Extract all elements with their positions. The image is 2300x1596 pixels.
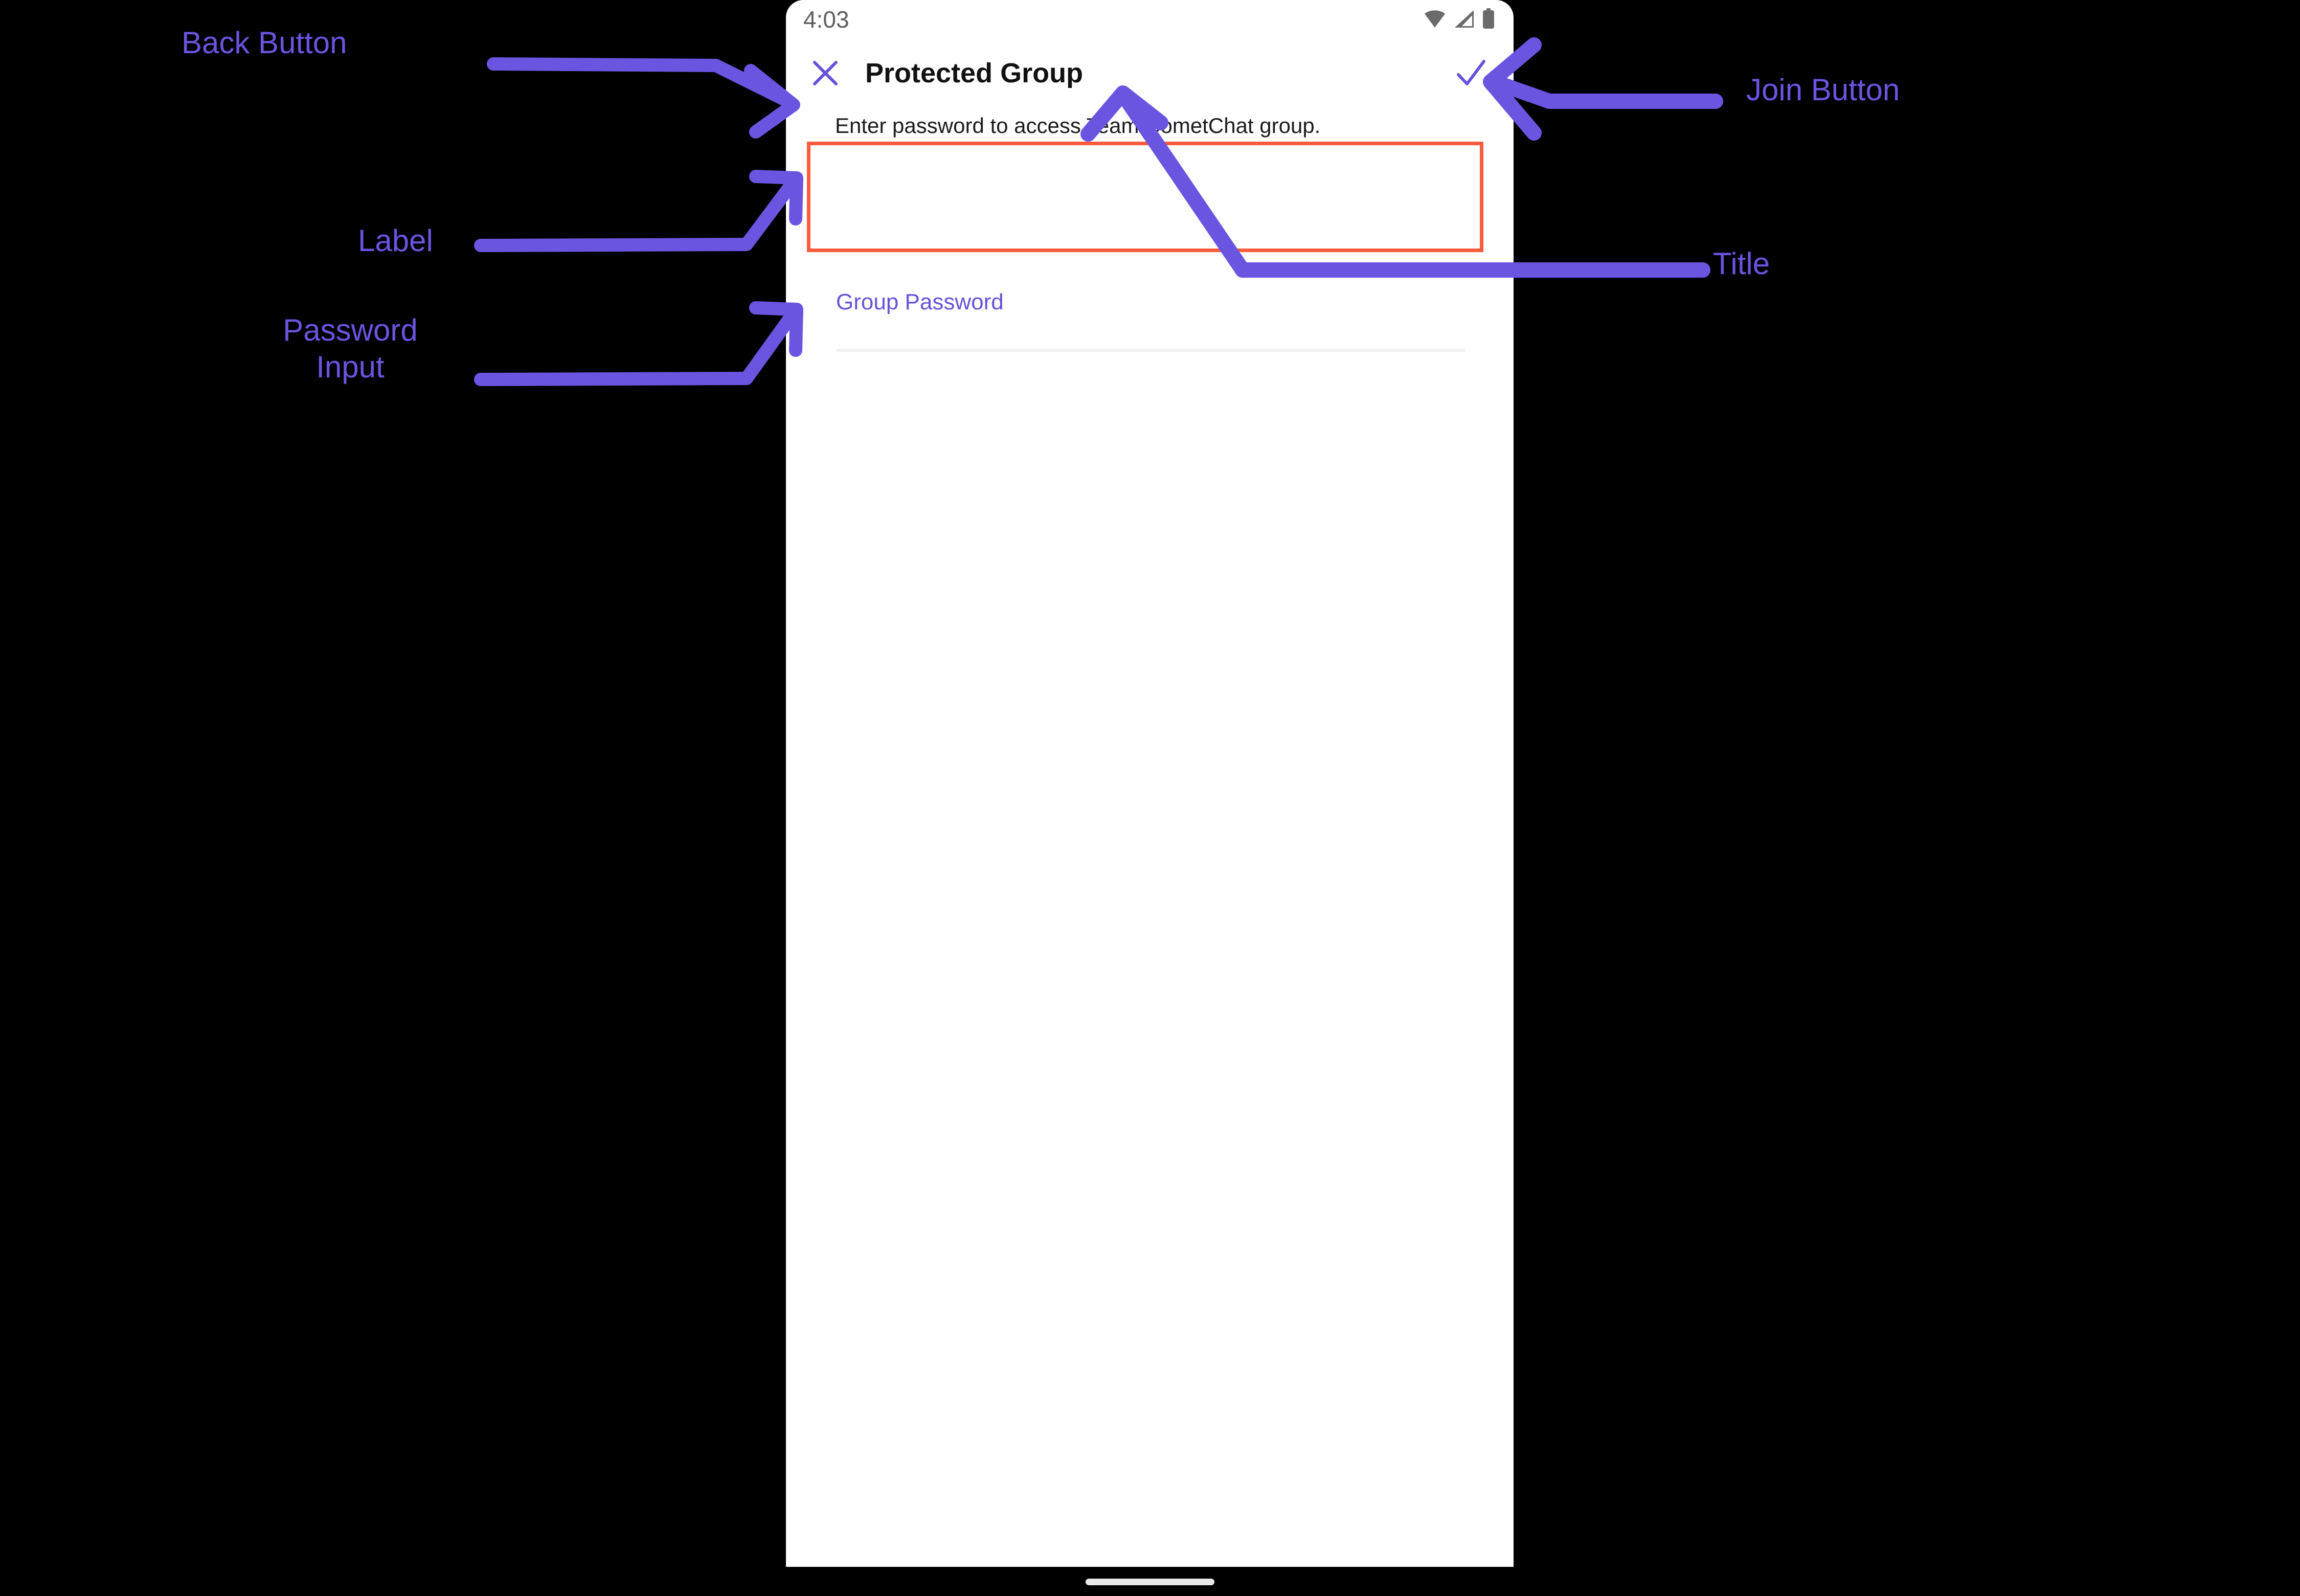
close-x-icon <box>813 61 838 85</box>
home-indicator[interactable] <box>1085 1579 1214 1585</box>
annotation-title: Title <box>1713 246 1770 281</box>
back-button[interactable] <box>808 56 842 90</box>
cellular-signal-icon <box>1455 10 1474 28</box>
arrow-password-input <box>474 306 800 386</box>
annotation-label: Label <box>358 223 433 258</box>
annotation-password-input: Password Input <box>283 313 418 384</box>
status-bar-icons <box>1423 8 1495 30</box>
password-description-label: Enter password to access Team CometChat … <box>835 114 1321 138</box>
group-password-input[interactable] <box>836 322 1465 351</box>
page-title: Protected Group <box>865 58 1084 88</box>
arrow-back-button <box>487 57 797 109</box>
group-password-label: Group Password <box>836 289 1004 314</box>
checkmark-icon <box>1457 60 1485 85</box>
phone-screen: 4:03 <box>786 0 1514 1567</box>
battery-icon <box>1483 8 1494 29</box>
arrow-label <box>474 175 800 252</box>
status-bar-time: 4:03 <box>803 6 849 33</box>
system-navigation-bar <box>786 1567 1514 1596</box>
status-bar: 4:03 <box>786 0 1514 40</box>
join-button[interactable] <box>1453 55 1489 91</box>
app-bar: Protected Group <box>786 40 1514 106</box>
annotation-back-button: Back Button <box>182 26 347 60</box>
annotation-join-button: Join Button <box>1746 73 1900 107</box>
password-input-underline <box>836 349 1465 352</box>
arrow-join-button <box>1486 74 1723 109</box>
wifi-icon <box>1425 10 1445 28</box>
